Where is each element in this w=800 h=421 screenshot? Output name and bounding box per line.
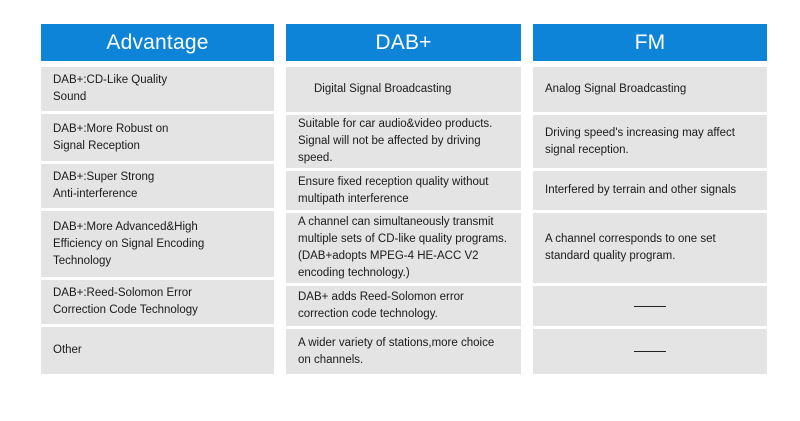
table-cell: Driving speed's increasing may affect si… [533, 115, 767, 168]
em-dash-icon [634, 351, 666, 352]
column-header-dab-plus: DAB+ [286, 24, 521, 61]
cell-line: Other [53, 344, 82, 356]
cell-line: Efficiency on Signal Encoding [53, 237, 205, 250]
cell-line: Technology [53, 254, 112, 267]
cell-line: encoding technology.) [298, 267, 410, 279]
column-dab-plus: DAB+ Digital Signal Broadcasting Suitabl… [286, 24, 521, 377]
table-cell: DAB+:More Robust on Signal Reception [41, 114, 274, 161]
comparison-table: Advantage DAB+:CD-Like Quality Sound DAB… [41, 24, 767, 377]
cell-line: Anti-interference [53, 188, 138, 200]
table-cell: Suitable for car audio&video products. S… [286, 115, 521, 168]
table-cell: Analog Signal Broadcasting [533, 67, 767, 112]
cell-line: speed. [298, 152, 333, 164]
cell-line: Signal Reception [53, 139, 140, 152]
cell-line: Ensure fixed reception quality without [298, 175, 489, 188]
column-header-advantage: Advantage [41, 24, 274, 61]
cell-line: Driving speed's increasing may affect [545, 126, 735, 139]
table-cell: A channel can simultaneously transmit mu… [286, 213, 521, 283]
cell-line: DAB+:Super Strong [53, 171, 155, 183]
table-cell: Ensure fixed reception quality without m… [286, 171, 521, 210]
table-cell: Other [41, 327, 274, 374]
cell-line: on channels. [298, 353, 364, 366]
cell-line: Interfered by terrain and other signals [545, 184, 737, 196]
table-cell: DAB+:Reed-Solomon Error Correction Code … [41, 280, 274, 324]
cell-line: A channel can simultaneously transmit [298, 216, 494, 228]
table-cell: DAB+:More Advanced&High Efficiency on Si… [41, 211, 274, 277]
cell-line: Digital Signal Broadcasting [314, 83, 452, 95]
table-cell: DAB+:CD-Like Quality Sound [41, 67, 274, 111]
table-cell-empty [533, 329, 767, 374]
em-dash-icon [634, 305, 666, 307]
table-cell: DAB+:Super Strong Anti-interference [41, 164, 274, 208]
cell-line: DAB+:Reed-Solomon Error [53, 287, 193, 299]
cell-line: Sound [53, 91, 87, 103]
cell-line: DAB+ adds Reed-Solomon error [298, 291, 464, 303]
table-cell-empty [533, 286, 767, 326]
cell-line: Suitable for car audio&video products. [298, 118, 493, 130]
column-header-fm: FM [533, 24, 767, 61]
column-advantage: Advantage DAB+:CD-Like Quality Sound DAB… [41, 24, 274, 377]
cell-line: Correction Code Technology [53, 304, 198, 316]
cell-line: DAB+:More Advanced&High [53, 220, 198, 233]
cell-line: standard quality program. [545, 250, 676, 262]
cell-line: DAB+:More Robust on [53, 122, 169, 135]
cell-line: correction code technology. [298, 308, 438, 320]
table-cell: A channel corresponds to one set standar… [533, 213, 767, 283]
table-cell: Interfered by terrain and other signals [533, 171, 767, 210]
table-cell: DAB+ adds Reed-Solomon error correction … [286, 286, 521, 326]
cell-line: A channel corresponds to one set [545, 233, 716, 245]
cell-line: DAB+:CD-Like Quality [53, 74, 168, 86]
cell-line: signal reception. [545, 143, 629, 156]
cell-line: (DAB+adopts MPEG-4 HE-ACC V2 [298, 250, 479, 262]
cell-line: multipath interference [298, 192, 409, 205]
cell-line: A wider variety of stations,more choice [298, 336, 495, 349]
column-fm: FM Analog Signal Broadcasting Driving sp… [533, 24, 767, 377]
cell-line: Signal will not be affected by driving [298, 135, 481, 147]
cell-line: multiple sets of CD-like quality program… [298, 233, 507, 245]
cell-line: Analog Signal Broadcasting [545, 83, 687, 95]
table-cell: A wider variety of stations,more choice … [286, 329, 521, 374]
table-cell: Digital Signal Broadcasting [286, 67, 521, 112]
